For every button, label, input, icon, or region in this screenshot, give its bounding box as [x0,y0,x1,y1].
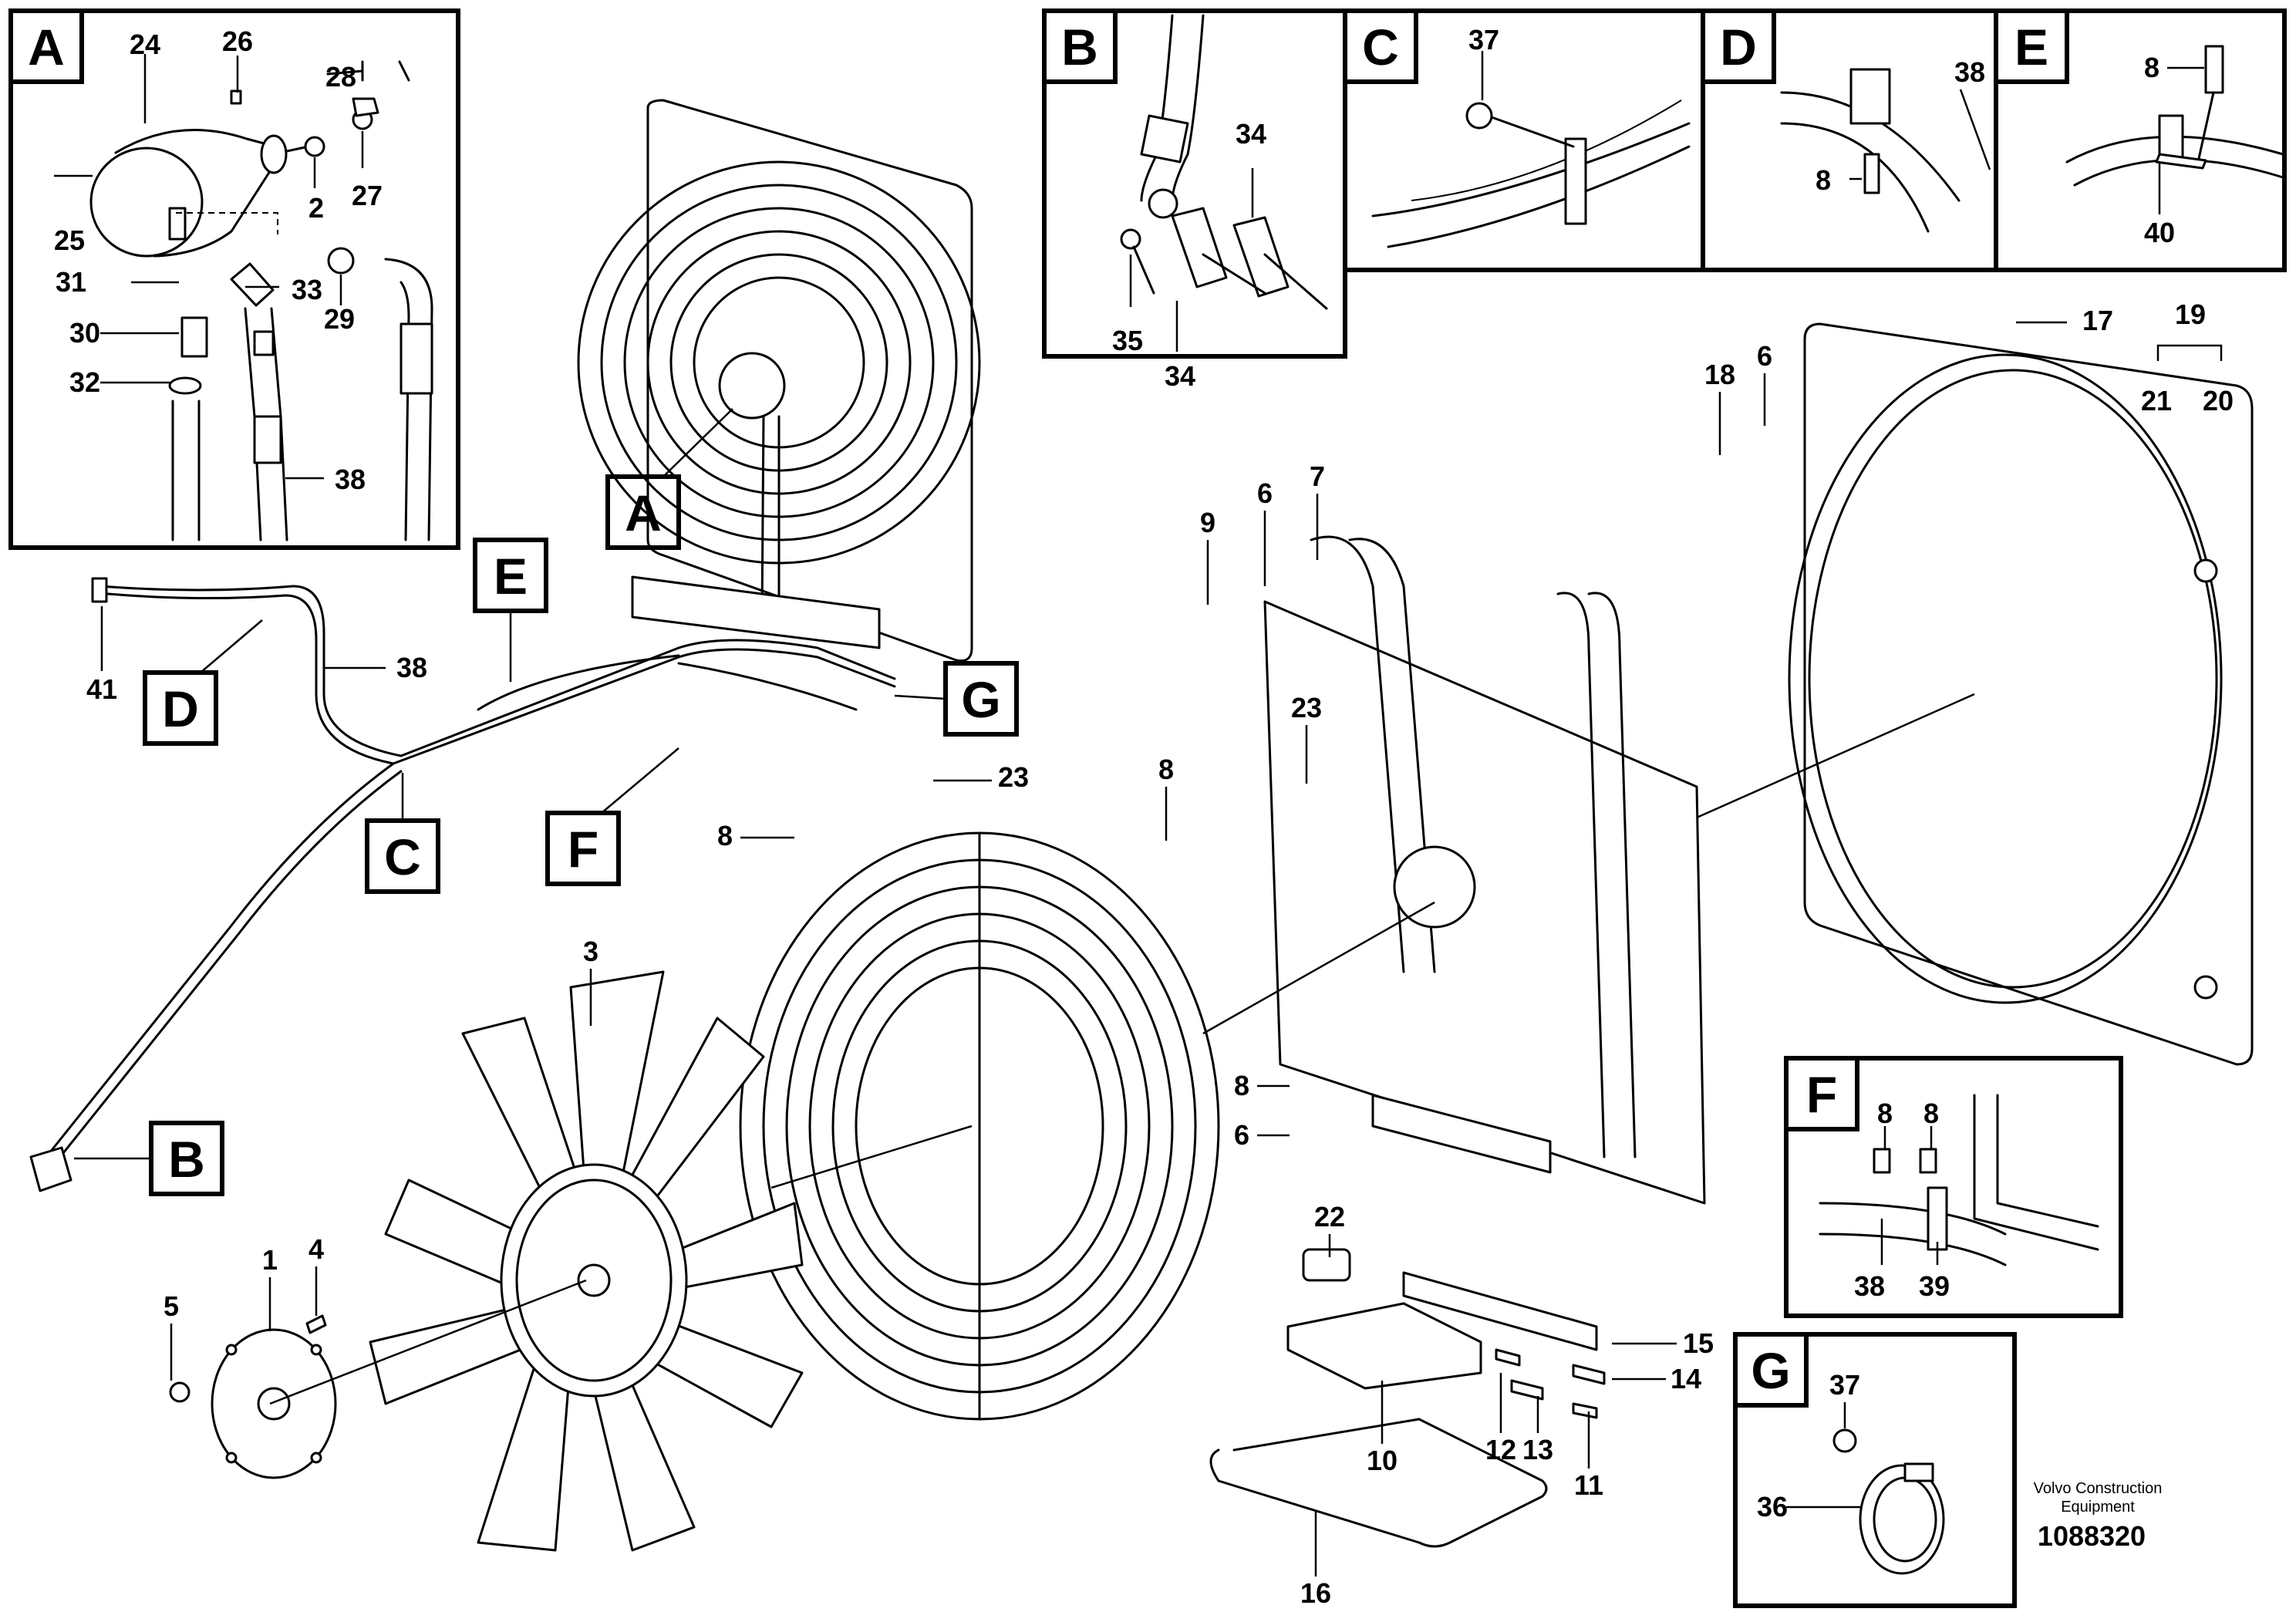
detail-a-callouts: 24 26 28 2 27 25 31 33 30 29 32 38 [54,25,383,495]
fan-assembly-assembled [577,99,981,663]
fan-guard [739,831,1220,1421]
detail-g-clamp-drawing: 37 36 [1757,1369,1945,1575]
main-letter-g: G [961,671,1000,728]
label-40: 40 [2144,217,2175,248]
label-14: 14 [1671,1363,1701,1394]
detail-e-clip-drawing: 8 40 [2065,45,2284,248]
main-letter-a: A [625,484,662,541]
label-6-top: 6 [1257,477,1273,509]
caption-line1: Volvo Construction [2034,1480,2163,1497]
detail-d-clip-drawing: 38 8 [1780,56,1991,233]
detail-frame-g: G [1733,1332,2017,1608]
detail-letter-d: D [1720,19,1757,76]
label-8-lower: 8 [1234,1070,1249,1101]
main-letter-e: E [494,548,528,605]
label-34-bottom: 34 [1165,360,1195,392]
detail-frame-f: F [1784,1056,2123,1318]
detail-letter-g: G [1751,1342,1790,1399]
label-1: 1 [262,1244,278,1276]
label-26: 26 [222,25,253,57]
label-19: 19 [2175,298,2206,330]
label-8-mid: 8 [1158,754,1174,785]
label-13: 13 [1522,1434,1553,1465]
label-29: 29 [324,303,355,335]
caption-number: 1088320 [2038,1520,2146,1552]
label-23-left: 23 [998,761,1029,793]
main-callouts: A D E G C F B 41 38 3 1 4 5 23 8 [74,298,2234,1609]
label-38-a: 38 [335,464,366,495]
label-21: 21 [2141,385,2172,416]
label-32: 32 [69,366,100,398]
label-25: 25 [54,224,85,256]
label-31: 31 [56,266,86,298]
label-33: 33 [292,274,322,305]
label-37-c: 37 [1468,24,1499,56]
label-8-e: 8 [2144,52,2159,83]
fan-blades [369,970,804,1552]
label-6-lower: 6 [1234,1119,1249,1151]
label-9: 9 [1200,507,1215,538]
label-27: 27 [352,180,383,211]
label-3: 3 [583,936,598,967]
label-2: 2 [308,192,324,224]
detail-f-clip-drawing: 8 8 38 39 [1819,1094,2099,1302]
label-8-d: 8 [1816,164,1831,196]
label-15: 15 [1683,1327,1714,1359]
label-34-top: 34 [1236,118,1266,150]
caption-line2: Equipment [2061,1499,2135,1516]
label-24: 24 [130,29,160,60]
main-letter-f: F [568,821,598,878]
main-letter-c: C [384,828,421,885]
label-11: 11 [1574,1469,1603,1501]
main-letter-d: D [162,680,199,737]
detail-frame-e: E [1994,8,2287,272]
label-39: 39 [1919,1270,1950,1302]
label-38-f: 38 [1854,1270,1885,1302]
label-22: 22 [1314,1201,1345,1233]
detail-b-clamp-drawing: 34 35 34 [1112,14,1328,392]
label-38-d: 38 [1954,56,1985,88]
detail-c-clip-drawing: 37 [1371,24,1691,248]
label-4: 4 [308,1233,324,1265]
label-17: 17 [2082,305,2113,336]
label-8-left: 8 [717,820,733,851]
label-30: 30 [69,317,100,349]
label-35: 35 [1112,325,1143,356]
label-10: 10 [1367,1445,1397,1476]
label-16: 16 [1300,1577,1331,1609]
label-38-main: 38 [396,652,427,683]
detail-frame-d: D [1701,8,1998,272]
hose-routing [29,577,896,1192]
detail-letter-e: E [2014,19,2048,76]
detail-letter-c: C [1362,19,1399,76]
detail-letter-b: B [1061,19,1098,76]
main-letter-b: B [168,1131,205,1188]
label-41: 41 [86,673,117,705]
label-6-right: 6 [1757,340,1772,372]
detail-a-motor-drawing [89,60,433,541]
label-5: 5 [164,1290,179,1322]
detail-letter-f: F [1806,1066,1837,1123]
label-37-g: 37 [1829,1369,1860,1401]
label-23-right: 23 [1291,692,1322,723]
label-20: 20 [2203,385,2234,416]
label-36: 36 [1757,1491,1788,1523]
label-18: 18 [1704,359,1735,390]
hub-flange [169,1314,337,1479]
fan-shroud [1788,322,2254,1066]
caption-block: Volvo Construction Equipment 1088320 [2034,1480,2163,1552]
mounting-parts-lower [1209,1248,1606,1548]
detail-letter-a: A [28,19,65,76]
detail-frame-a: A [8,8,460,550]
label-8-f-left: 8 [1877,1098,1893,1129]
label-8-f-right: 8 [1923,1098,1939,1129]
detail-frame-b: B [1042,8,1347,359]
label-28: 28 [325,61,356,93]
label-12: 12 [1485,1434,1516,1465]
fan-frame-bracket [1263,535,1706,1205]
label-7: 7 [1310,460,1325,492]
